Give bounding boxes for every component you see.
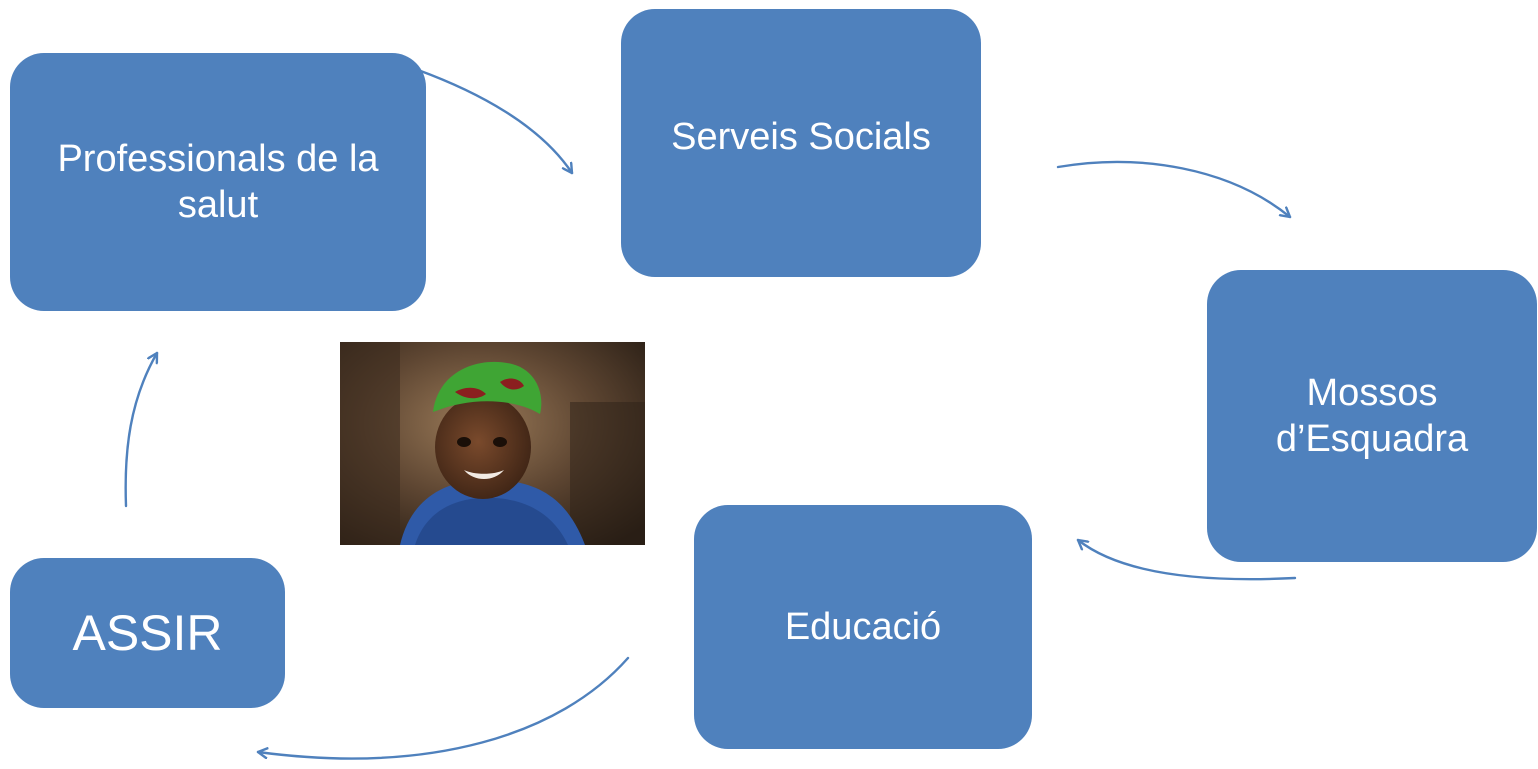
node-mossos-label: Mossos d’Esquadra: [1275, 371, 1469, 460]
arrow-professionals-to-serveis: [416, 68, 574, 175]
node-educacio: Educació: [694, 505, 1032, 749]
node-mossos: Mossos d’Esquadra: [1207, 270, 1537, 562]
node-educacio-label: Educació: [784, 605, 942, 648]
node-assir-label: ASSIR: [72, 604, 223, 661]
arrow-educacio-to-assir: [256, 656, 630, 760]
girl-photo: [340, 342, 645, 545]
node-serveis-socials-label: Serveis Socials: [671, 116, 931, 158]
node-professionals-label: Professionals de la salut: [57, 137, 379, 226]
node-serveis-socials: Serveis Socials: [621, 9, 981, 277]
node-assir: ASSIR: [10, 558, 285, 708]
arrow-serveis-to-mossos: [1056, 160, 1292, 219]
node-professionals: Professionals de la salut: [10, 53, 426, 311]
arrow-mossos-to-educacio: [1076, 538, 1297, 581]
arrow-assir-to-professionals: [124, 351, 159, 508]
